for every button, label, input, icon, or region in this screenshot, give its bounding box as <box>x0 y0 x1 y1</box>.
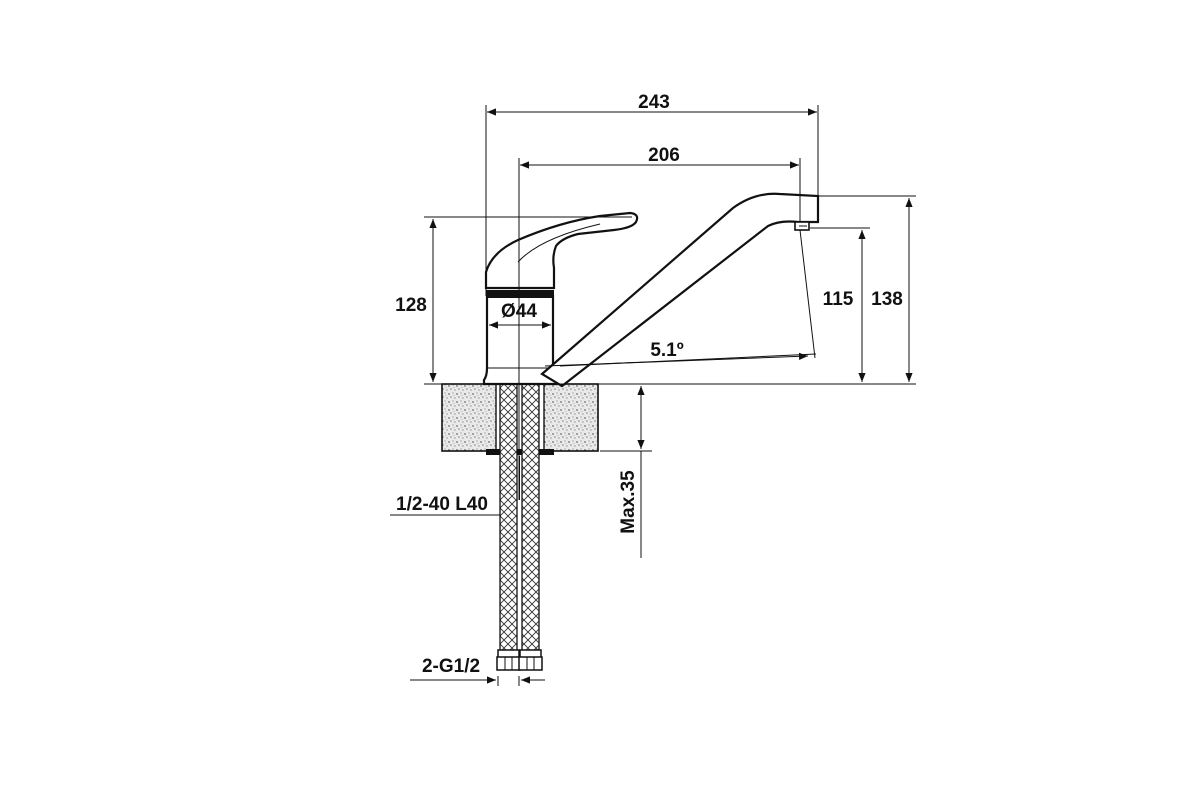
label-connection: 2-G1/2 <box>422 656 480 677</box>
mounting-nut <box>486 449 554 455</box>
dim-label-swivel-angle: 5.1º <box>650 340 683 361</box>
dim-label-spout-height: 115 <box>823 289 854 310</box>
dim-label-spout-reach: 206 <box>648 145 680 166</box>
braided-hoses <box>499 383 540 653</box>
spout <box>540 192 820 388</box>
dim-label-body-diameter: Ø44 <box>501 301 537 322</box>
hose-fittings <box>496 649 543 671</box>
countertop <box>441 383 599 452</box>
dimension-lines <box>390 108 913 684</box>
dim-label-total-height: 138 <box>871 289 903 310</box>
dim-label-overall-length: 243 <box>638 92 670 113</box>
label-hose-spec: 1/2-40 L40 <box>396 494 488 515</box>
dim-label-lever-height: 128 <box>395 295 427 316</box>
lever-contour <box>517 223 601 263</box>
lever-handle <box>484 211 639 290</box>
dim-label-max-deck-thickness: Max.35 <box>618 470 639 534</box>
